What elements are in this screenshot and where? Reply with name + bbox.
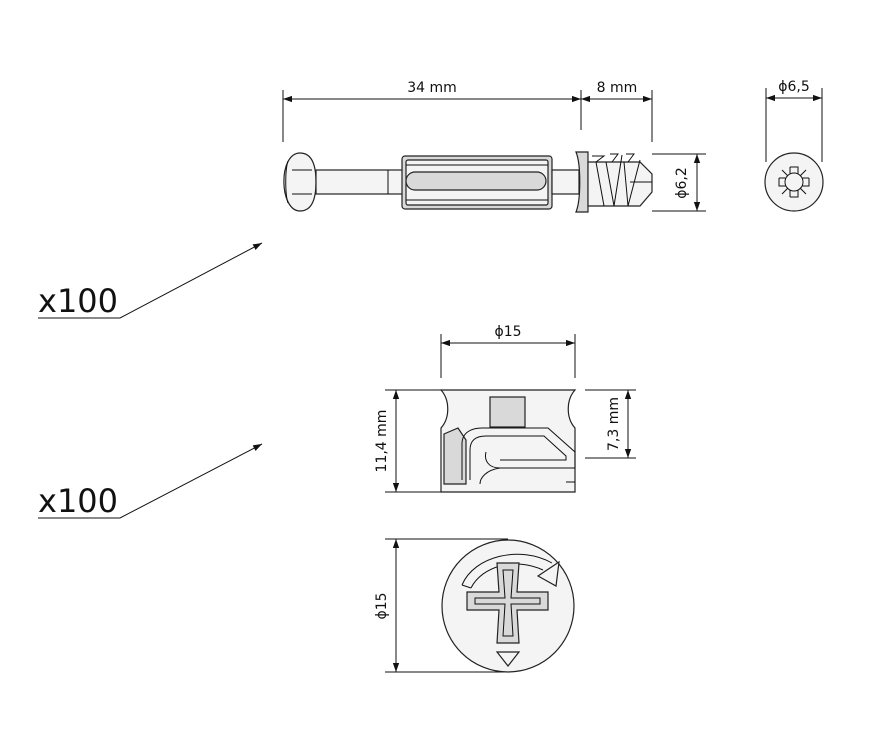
rotation-arrow-tail — [461, 584, 472, 589]
threaded-tip — [587, 161, 653, 207]
bolt-quantity-callout: x100 — [38, 242, 263, 320]
cross-recess-icon — [466, 562, 549, 644]
bolt-quantity-label: x100 — [38, 282, 118, 320]
rotation-arrow-head-icon — [536, 560, 560, 587]
bolt-length-label: 34 mm — [407, 80, 457, 96]
cam-spiral-groove — [461, 427, 576, 480]
cam-lock-side-view: ϕ15 11,4 mm 7,3 mm — [374, 324, 636, 493]
cam-body — [439, 389, 577, 493]
sleeve-slot — [405, 171, 547, 191]
cam-spiral-groove-inner — [469, 435, 567, 480]
thread-length-label: 8 mm — [597, 80, 638, 96]
bolt-head — [283, 152, 317, 212]
thread-crests — [592, 153, 635, 163]
cam-groove-edge — [479, 467, 501, 485]
cam-bolt-channel — [489, 396, 526, 428]
cross-recess-inner — [474, 569, 541, 637]
thread-diameter-label: ϕ6,2 — [674, 167, 690, 199]
bolt-head-contour — [285, 160, 289, 204]
bolt-shank — [315, 169, 405, 195]
bolt-head-circle — [764, 152, 824, 212]
bolt-neck — [551, 169, 580, 195]
cross-slot-icon — [778, 166, 810, 198]
bolt-flange — [575, 151, 589, 213]
cam-width-label: ϕ15 — [494, 324, 521, 340]
cam-face-diameter-label: ϕ15 — [374, 592, 390, 619]
bolt-leader-line — [38, 242, 263, 319]
cam-leader-line — [38, 443, 263, 519]
cam-quantity-callout: x100 — [38, 443, 263, 520]
head-diameter-label: ϕ6,5 — [778, 79, 810, 95]
cam-side-recess — [443, 427, 467, 485]
cam-lock-top-view: ϕ15 — [374, 538, 575, 673]
thread-lines — [595, 154, 641, 207]
connecting-bolt-side-view: 34 mm 8 mm ϕ6,2 — [282, 80, 706, 213]
slot-height-label: 7,3 mm — [606, 397, 622, 451]
rotation-arrow-outer — [461, 553, 553, 586]
cam-quantity-label: x100 — [38, 482, 118, 520]
alignment-triangle-icon — [495, 651, 521, 667]
bolt-head-end-view: ϕ6,5 — [764, 79, 824, 212]
pozi-marks — [781, 169, 807, 195]
cam-height-label: 11,4 mm — [374, 410, 390, 473]
hex-socket-icon — [784, 172, 804, 192]
